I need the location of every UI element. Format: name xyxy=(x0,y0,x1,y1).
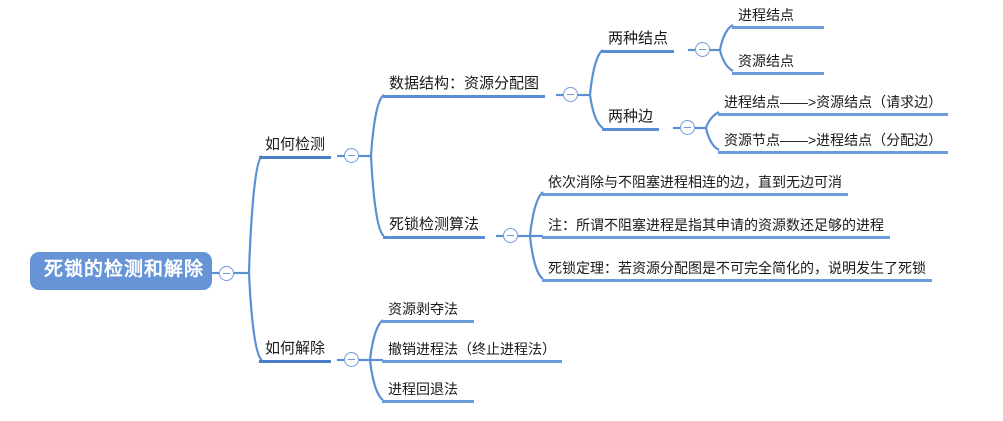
node-algorithm-theorem[interactable]: 死锁定理：若资源分配图是不可完全简化的，说明发生了死锁 xyxy=(542,260,932,283)
node-data-structure[interactable]: 数据结构：资源分配图 xyxy=(383,75,546,99)
node-resource-node[interactable]: 资源结点 xyxy=(732,53,824,76)
node-detection-algorithm[interactable]: 死锁检测算法 xyxy=(383,216,486,240)
collapse-minus-icon-detection-algorithm[interactable] xyxy=(503,228,518,243)
node-algorithm-note[interactable]: 注：所谓不阻塞进程是指其申请的资源数还足够的进程 xyxy=(542,217,890,240)
node-process-rollback[interactable]: 进程回退法 xyxy=(382,381,474,404)
collapse-minus-icon-how-to-detect[interactable] xyxy=(344,148,359,163)
node-how-to-detect[interactable]: 如何检测 xyxy=(259,136,332,160)
node-process-node[interactable]: 进程结点 xyxy=(732,7,824,30)
node-resource-preemption[interactable]: 资源剥夺法 xyxy=(382,301,474,324)
node-process-termination[interactable]: 撤销进程法（终止进程法） xyxy=(382,341,562,364)
node-how-to-resolve[interactable]: 如何解除 xyxy=(259,340,332,364)
connector-root-to-detect xyxy=(247,155,263,274)
collapse-minus-icon-two-edge-types[interactable] xyxy=(680,120,695,135)
connector-datastructure-to-nodetypes xyxy=(588,49,604,96)
node-algorithm-step[interactable]: 依次消除与不阻塞进程相连的边，直到无边可消 xyxy=(542,174,848,197)
collapse-minus-icon-how-to-resolve[interactable] xyxy=(344,352,359,367)
node-two-node-types[interactable]: 两种结点 xyxy=(602,30,675,54)
node-request-edge[interactable]: 进程结点——>资源结点（请求边） xyxy=(718,94,949,117)
collapse-minus-icon-two-node-types[interactable] xyxy=(695,42,710,57)
node-two-edge-types[interactable]: 两种边 xyxy=(602,108,660,132)
connector-detect-to-datastructure xyxy=(369,94,385,157)
collapse-minus-icon-data-structure[interactable] xyxy=(563,87,578,102)
collapse-minus-icon-root[interactable] xyxy=(219,266,234,281)
node-assign-edge[interactable]: 资源节点——>进程结点（分配边） xyxy=(718,132,949,155)
root-node[interactable]: 死锁的检测和解除 xyxy=(30,252,212,290)
